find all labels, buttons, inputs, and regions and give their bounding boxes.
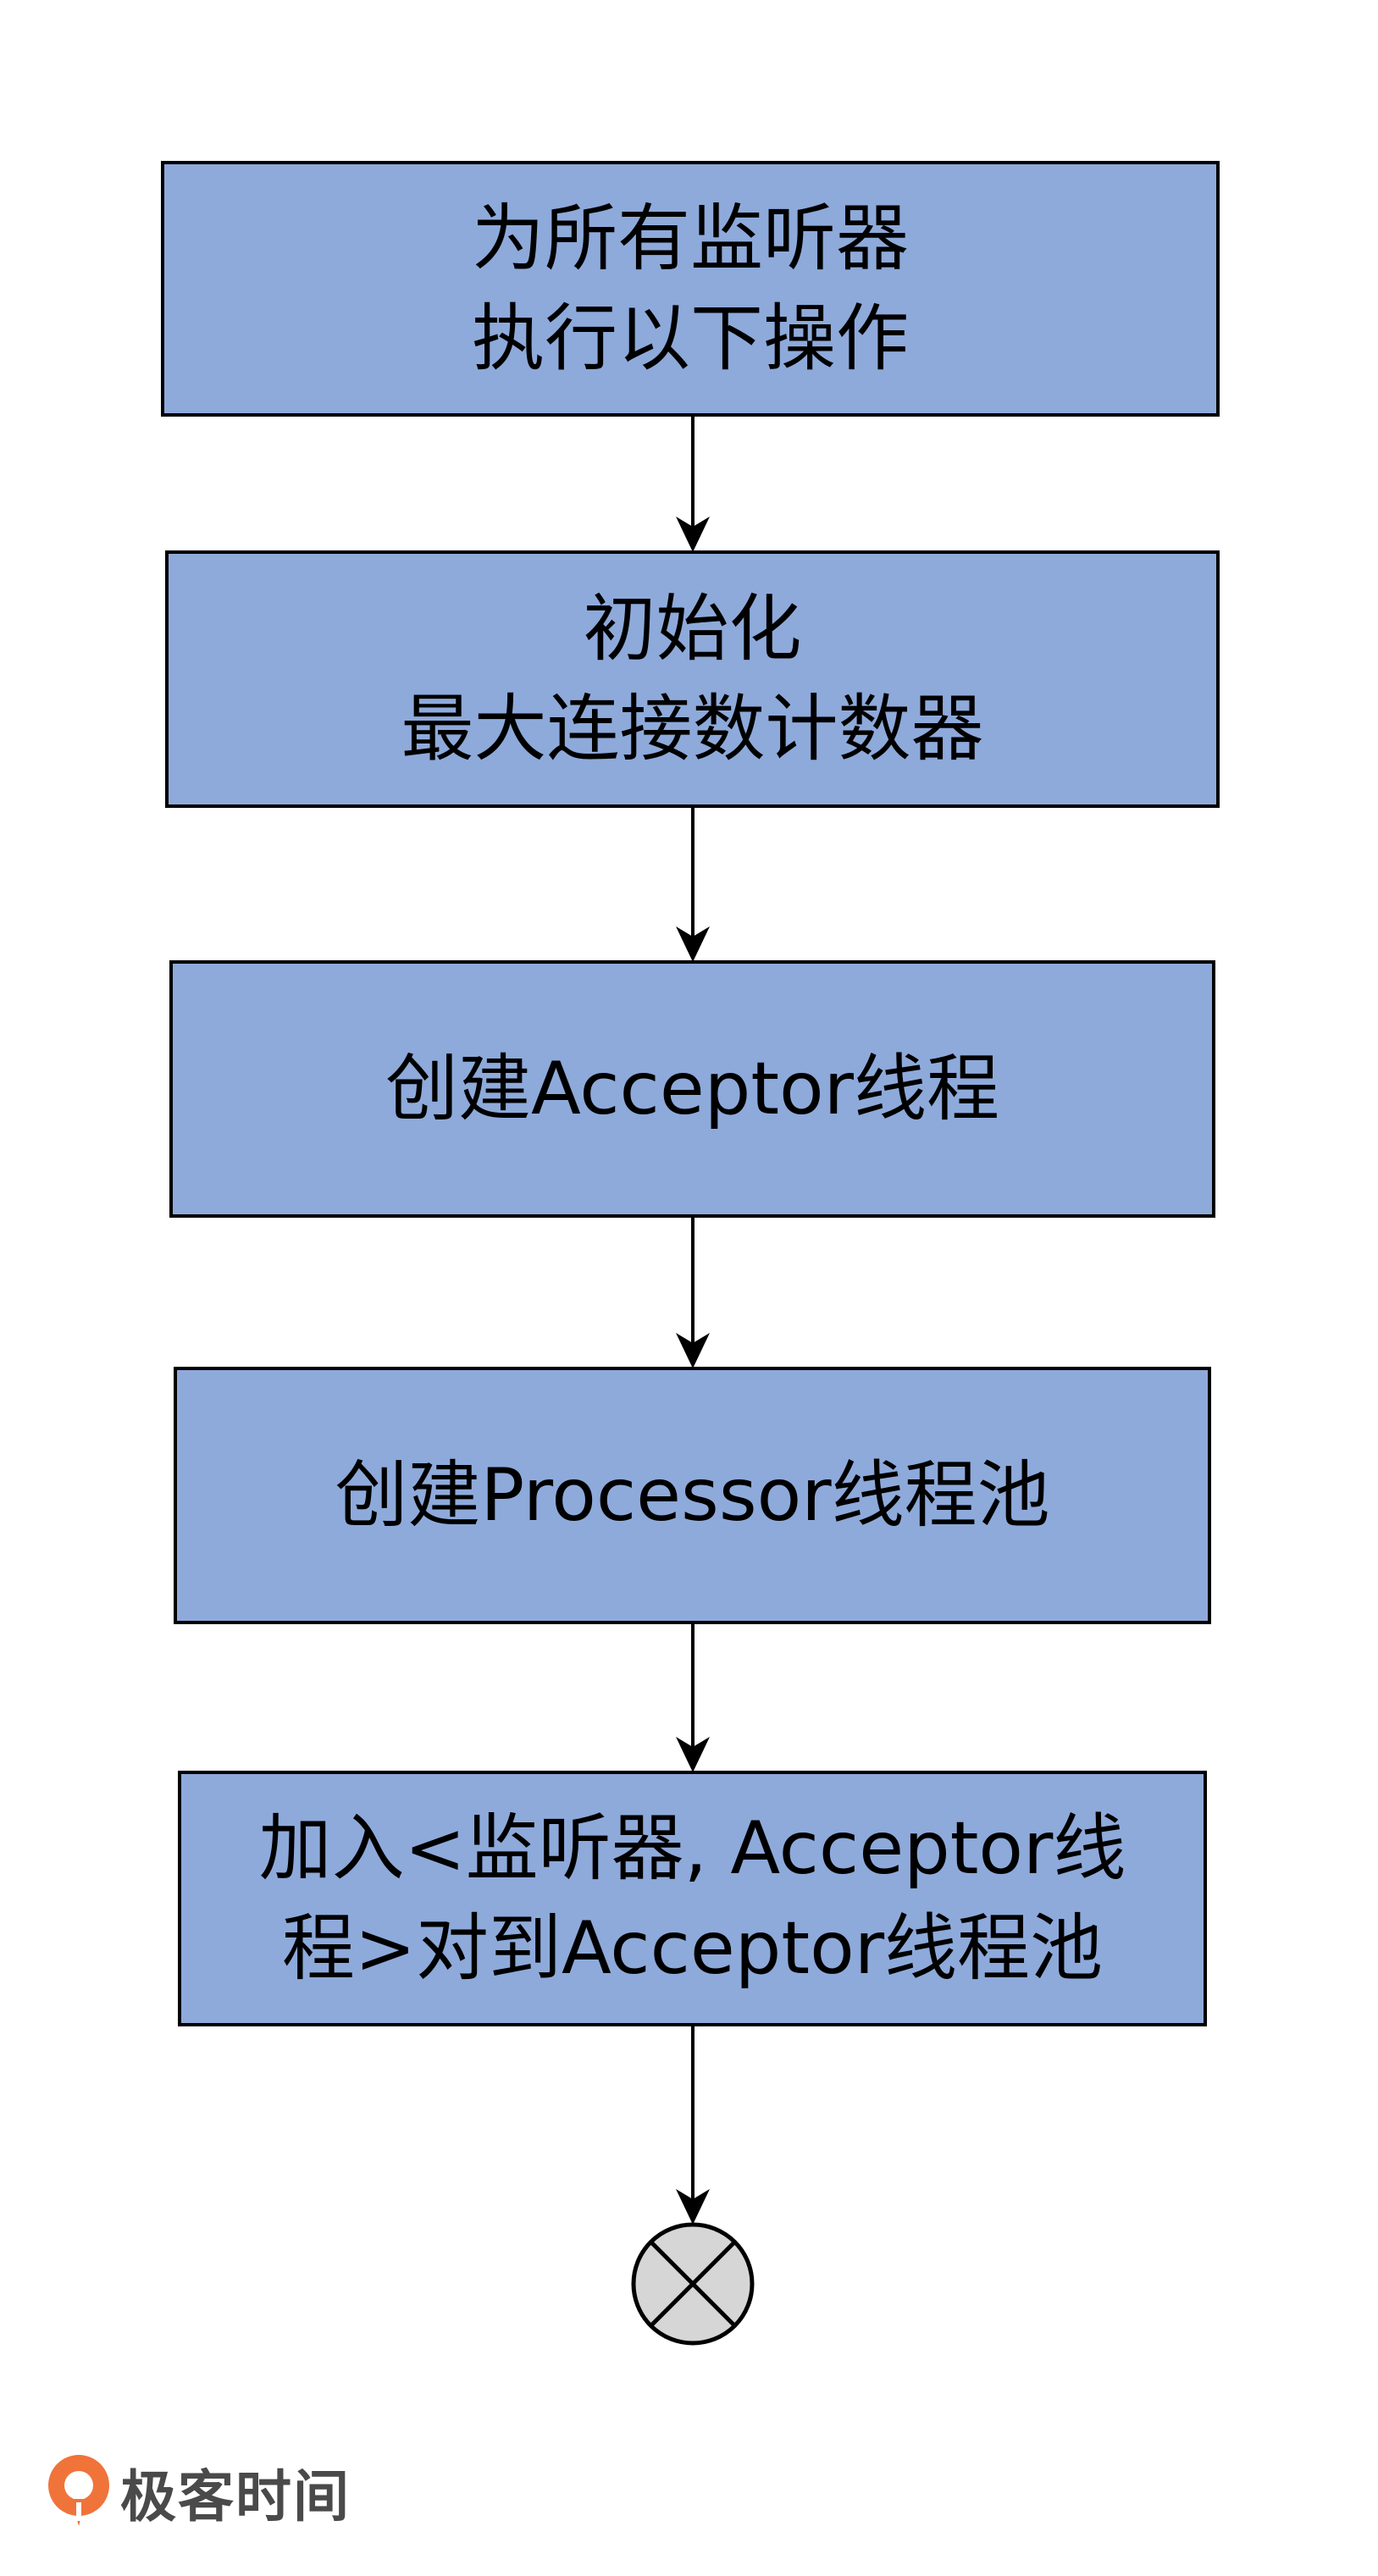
flow-final-node bbox=[631, 2222, 755, 2346]
arrowhead bbox=[676, 1333, 710, 1368]
flow-node-label: 为所有监听器 bbox=[472, 196, 909, 281]
edges-layer bbox=[676, 415, 710, 2225]
flow-node-box bbox=[161, 161, 1220, 417]
flow-node-label: 初始化 bbox=[584, 587, 802, 672]
flow-arrow-3 bbox=[676, 1216, 710, 1368]
flow-node-box bbox=[165, 550, 1220, 808]
flow-node-5: 加入<监听器, Acceptor线程>对到Acceptor线程池 bbox=[178, 1771, 1207, 2026]
end-layer bbox=[631, 2222, 755, 2346]
flow-node-label: 执行以下操作 bbox=[472, 296, 909, 381]
flow-node-label: 程>对到Acceptor线程池 bbox=[282, 1906, 1103, 1991]
flow-arrow-2 bbox=[676, 806, 710, 962]
flow-arrow-4 bbox=[676, 1622, 710, 1772]
geektime-logo-icon bbox=[48, 2455, 109, 2526]
flow-node-label: 创建Processor线程池 bbox=[335, 1453, 1049, 1538]
flow-node-4: 创建Processor线程池 bbox=[174, 1367, 1211, 1624]
flow-node-box bbox=[174, 1367, 1211, 1624]
flow-node-box bbox=[178, 1771, 1207, 2026]
flow-node-3: 创建Acceptor线程 bbox=[169, 960, 1215, 1218]
arrowhead bbox=[676, 2189, 710, 2225]
nodes-layer: 为所有监听器执行以下操作初始化最大连接数计数器创建Acceptor线程创建Pro… bbox=[161, 161, 1220, 2026]
flow-node-label: 加入<监听器, Acceptor线 bbox=[259, 1806, 1126, 1891]
brand-logo: 极客时间 bbox=[42, 2446, 351, 2539]
flow-node-label: 创建Acceptor线程 bbox=[385, 1047, 999, 1131]
flow-node-label: 最大连接数计数器 bbox=[401, 687, 984, 771]
flow-arrow-5 bbox=[676, 2025, 710, 2225]
arrowhead bbox=[676, 926, 710, 962]
flow-arrow-1 bbox=[676, 415, 710, 552]
arrowhead bbox=[676, 517, 710, 552]
flow-node-box bbox=[169, 960, 1215, 1218]
logo-text: 极客时间 bbox=[120, 2464, 351, 2529]
arrowhead bbox=[676, 1737, 710, 1772]
